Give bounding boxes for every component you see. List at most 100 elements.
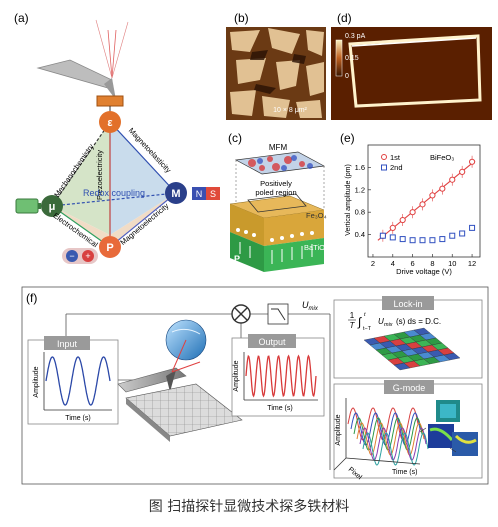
y-tick-label: 1.6 (355, 163, 365, 172)
x-tick-label: 6 (411, 259, 415, 268)
polarization-label: P (234, 254, 240, 264)
input-label: Input (57, 339, 78, 349)
panel-label-c: (c) (228, 131, 242, 145)
charge-icons: − + (62, 248, 98, 264)
gmode-label: G-mode (393, 383, 426, 393)
afm-topography-image (226, 27, 326, 120)
lowpass-filter-icon (267, 303, 289, 325)
gmode-block: G-mode Amplitude Time (s) Pixel (333, 380, 483, 482)
battery-icon (15, 198, 41, 214)
data-point-2nd (429, 237, 436, 244)
umix-label: Umix (302, 300, 319, 312)
panel-label-d: (d) (337, 11, 352, 25)
chart-xlabel: Drive voltage (V) (396, 267, 452, 276)
gmode-xlabel: Time (s) (392, 469, 417, 476)
output-block: Output Amplitude Time (s) (231, 334, 325, 417)
data-point-2nd (419, 237, 426, 244)
legend-2nd: 2nd (390, 163, 403, 172)
svg-text:t: t (364, 312, 366, 318)
node-polarization: P (99, 236, 121, 258)
data-point-1st (449, 176, 456, 183)
node-strain-label: ε (107, 117, 113, 129)
fe3o4-label: Fe₃O₄ (306, 211, 327, 220)
node-strain: ε (99, 111, 121, 133)
data-point-1st (429, 192, 436, 199)
data-point-2nd (439, 236, 446, 243)
panel-f-frame (21, 286, 489, 485)
node-chemical: μ (41, 195, 63, 217)
legend-1st: 1st (390, 153, 401, 162)
mixer-icon (231, 304, 251, 324)
data-point-1st (468, 158, 476, 165)
lockin-equation: 1 T ∫ t−T t U mix (s) ds = D.C. (348, 311, 441, 332)
panel-label-a: (a) (14, 11, 29, 25)
chart-frame (367, 144, 481, 258)
gmode-wave (362, 432, 429, 466)
poled-label-1: Positively (260, 179, 292, 188)
signal-lines (65, 313, 331, 470)
coupling-triangle (51, 121, 177, 248)
svg-text:t−T: t−T (363, 326, 372, 332)
minus-charge: − (69, 251, 74, 261)
output-xlabel: Time (s) (267, 405, 292, 412)
y-tick-label: 0.4 (355, 230, 365, 239)
scale-label-b: 10 × 8 μm² (273, 107, 307, 114)
panel-label-e: (e) (340, 131, 355, 145)
node-magnetic: M (165, 182, 187, 204)
material-label: BiFeO₃ (430, 153, 454, 162)
input-sine-wave (45, 356, 111, 406)
colorbar-mid: 0.15 (345, 55, 359, 62)
data-point-1st (459, 168, 466, 175)
x-tick-label: 4 (391, 259, 395, 268)
x-tick-label: 2 (371, 259, 375, 268)
svg-text:1: 1 (350, 311, 355, 320)
data-point-1st (399, 216, 406, 224)
input-xlabel: Time (s) (65, 415, 90, 422)
data-point-2nd (379, 232, 386, 239)
x-tick-label: 10 (448, 259, 456, 268)
node-chemical-label: μ (49, 201, 56, 213)
data-point-2nd (459, 230, 466, 237)
edge-label-piezoelectricity: Piezoelectricity (95, 150, 104, 200)
lockin-pixel (443, 352, 461, 361)
svg-text:mix: mix (384, 322, 393, 328)
y-tick-label: 1.2 (355, 185, 365, 194)
output-sine-wave (245, 354, 317, 398)
chart-ylabel: Vertical amplitude (pm) (345, 164, 352, 236)
magnet-s: S (210, 189, 216, 199)
node-magnetic-label: M (171, 188, 180, 200)
panel-label-f: (f) (26, 291, 37, 305)
magnet-n: N (196, 189, 203, 199)
batio3-label: BaTiO₃ (304, 243, 328, 252)
gmode-result-maps (419, 400, 478, 456)
panel-label-b: (b) (234, 11, 249, 25)
colorbar-max: 0.3 pA (345, 33, 366, 40)
sample-chip (96, 95, 124, 107)
figure-caption: 图 扫描探针显微技术探多铁材料 (148, 499, 350, 515)
lockin-label: Lock-in (393, 299, 422, 309)
svg-text:(s) ds = D.C.: (s) ds = D.C. (396, 317, 441, 326)
colorbar-d: 0.3 pA 0.15 0 (335, 33, 366, 80)
data-point-1st (419, 201, 426, 208)
svg-text:U: U (378, 317, 384, 326)
x-tick-label: 12 (468, 259, 476, 268)
heterostructure-diagram (229, 151, 326, 272)
svg-text:T: T (350, 321, 356, 330)
data-point-1st (439, 185, 446, 192)
poled-label-2: poled region (255, 188, 296, 197)
data-point-1st (389, 224, 396, 231)
data-point-1st (409, 209, 416, 216)
data-point-2nd (399, 236, 406, 243)
edge-label-redox: Redox coupling (83, 188, 145, 198)
gmode-ylabel: Amplitude (335, 414, 342, 445)
cantilever-probe (36, 19, 129, 100)
plus-charge: + (85, 251, 90, 261)
input-block: Input Amplitude Time (s) (27, 336, 119, 425)
node-polarization-label: P (106, 242, 113, 254)
x-tick-label: 8 (430, 259, 434, 268)
data-point-2nd (449, 232, 456, 239)
afm-schematic (117, 319, 243, 442)
data-point-2nd (389, 234, 396, 241)
